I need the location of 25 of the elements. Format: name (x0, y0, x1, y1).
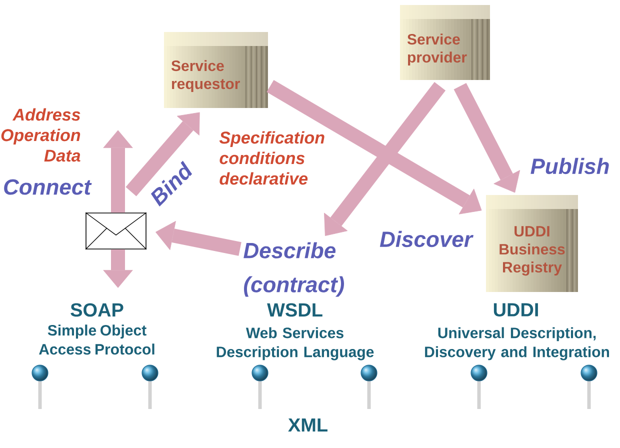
arrow (454, 83, 520, 193)
arrow (156, 220, 242, 256)
shaded-box: Service requestor (164, 32, 268, 108)
arrow (266, 80, 482, 214)
arrow (126, 112, 200, 196)
note-text: Address Operation Data (1, 108, 80, 162)
note-text: Specification conditions declarative (219, 131, 324, 185)
arrow (103, 130, 133, 213)
edge-label: Discover (378, 230, 474, 248)
edge-label: Publish (529, 156, 611, 176)
shaded-box: Service provider (400, 5, 490, 80)
protocol-description: Web Services Description Language (216, 327, 374, 360)
arrow (103, 249, 133, 288)
base-label: XML (288, 418, 328, 432)
protocol-label: SOAP Simple Object Access Protocol (39, 303, 154, 355)
arrow (324, 82, 446, 236)
action-label: Describe (contract) (244, 242, 344, 297)
shaded-box: UDDI Business Registry (486, 195, 578, 292)
envelope-icon (85, 212, 147, 250)
action-label: Connect (4, 179, 92, 195)
protocol-label: WSDL (267, 303, 322, 317)
node-label: Service requestor (171, 60, 240, 92)
node-label: UDDI Business Registry (500, 226, 565, 276)
node-label: Service provider (407, 34, 467, 66)
protocol-description: Universal Description, Discovery and Integration (425, 327, 609, 360)
